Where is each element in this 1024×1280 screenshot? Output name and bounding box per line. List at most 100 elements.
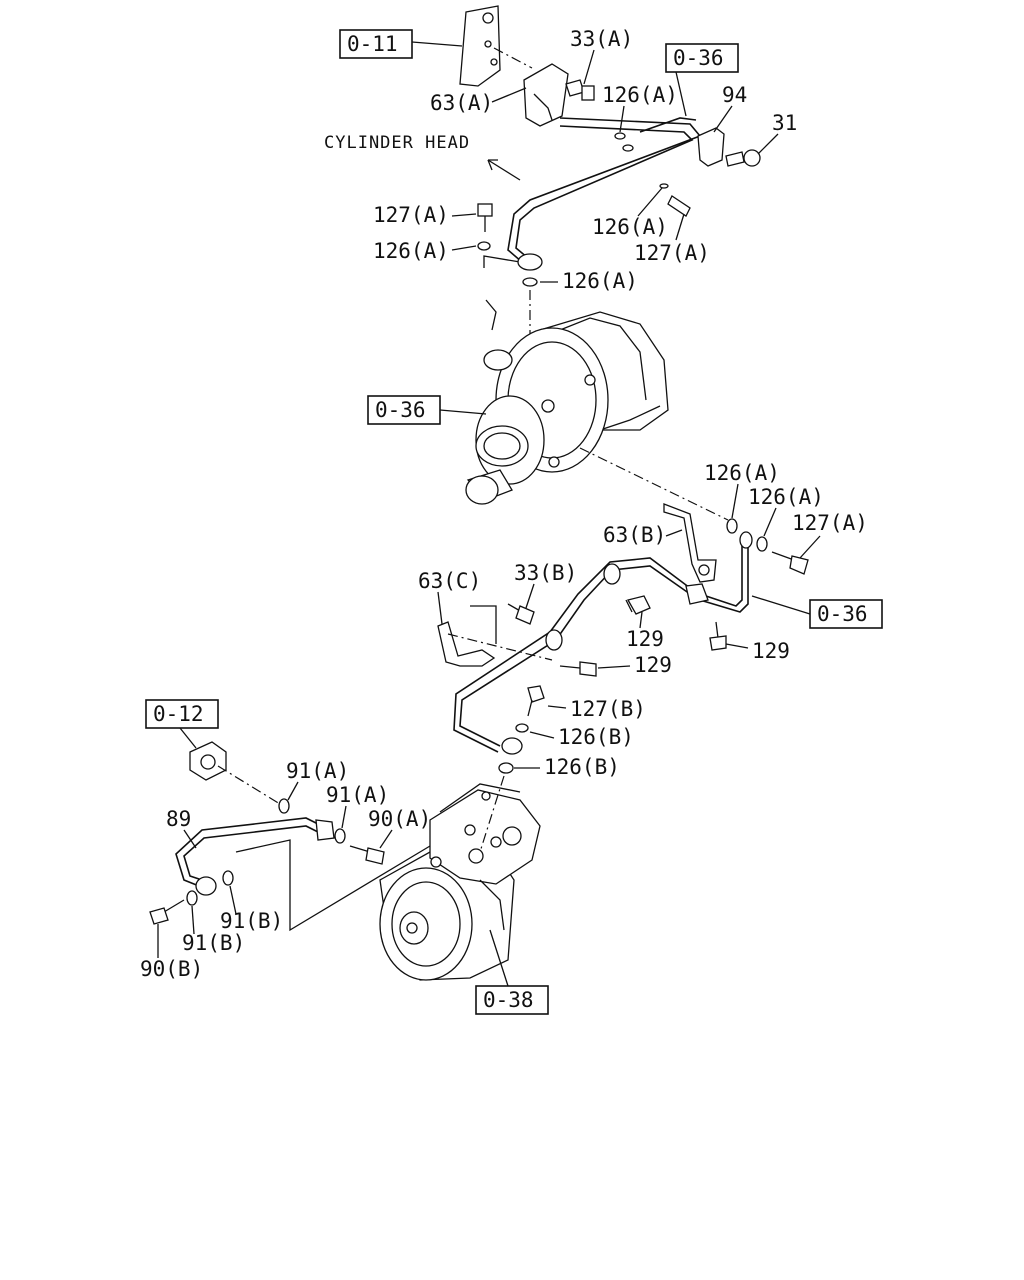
ref-box-0-11[interactable]: 0-11 <box>339 29 413 59</box>
leader-line <box>583 49 595 85</box>
leader-line <box>665 529 683 537</box>
leader-line <box>179 727 197 749</box>
callout-90b: 90(B) <box>140 957 203 981</box>
bolt-33a <box>565 79 595 101</box>
washer-126a <box>622 144 634 152</box>
washer-126b <box>515 723 529 733</box>
leader-line <box>379 829 393 849</box>
callout-63b: 63(B) <box>603 523 666 547</box>
washer-126a <box>659 183 669 189</box>
cylinder-head-label: CYLINDER HEAD <box>324 133 470 153</box>
callout-127a-3: 127(A) <box>792 511 868 535</box>
svg-text:0-12: 0-12 <box>153 702 204 726</box>
leader-line <box>439 409 487 415</box>
washer-126a <box>614 132 626 140</box>
leader-line <box>341 805 347 829</box>
bolt-33b <box>507 603 535 625</box>
dashed-guide-line <box>493 47 533 69</box>
ref-box-0-38[interactable]: 0-38 <box>475 985 549 1015</box>
svg-text:0-36: 0-36 <box>673 46 724 70</box>
callout-94: 94 <box>722 83 747 107</box>
bolt-127a <box>667 195 691 217</box>
leader-line <box>799 535 821 559</box>
callout-91a-1: 91(A) <box>286 759 349 783</box>
leader-line <box>675 213 685 241</box>
callout-126a-5: 126(A) <box>704 461 780 485</box>
leader-line <box>451 245 477 251</box>
washer-126b <box>498 762 514 774</box>
svg-text:0-36: 0-36 <box>375 398 426 422</box>
leader-line <box>191 905 195 935</box>
callout-126a-3: 126(A) <box>592 215 668 239</box>
leader-line <box>639 611 643 629</box>
callout-126a-1: 126(A) <box>602 83 678 107</box>
leader-line <box>619 105 625 133</box>
callout-91b-2: 91(B) <box>182 931 245 955</box>
bolt-127a <box>477 203 493 232</box>
ref-box-0-36-right[interactable]: 0-36 <box>809 599 883 629</box>
guide-line <box>235 839 431 932</box>
callout-126a-2: 126(A) <box>373 239 449 263</box>
washer-126a <box>522 277 538 287</box>
callout-127a-2: 127(A) <box>634 241 710 265</box>
washer-91b <box>222 870 234 886</box>
leader-line <box>763 507 777 537</box>
callout-33a: 33(A) <box>570 27 633 51</box>
callout-63a: 63(A) <box>430 91 493 115</box>
bolt-31 <box>725 149 761 167</box>
callout-126a-6: 126(A) <box>748 485 824 509</box>
bolt-127b <box>527 685 545 717</box>
dashed-guide-line <box>217 765 281 805</box>
bolt-90a <box>349 845 385 865</box>
callout-63c: 63(C) <box>418 569 481 593</box>
leader-line <box>529 731 555 739</box>
bolt-129 <box>709 621 727 651</box>
oil-pipe-upper <box>507 117 702 263</box>
callout-129-1: 129 <box>626 627 664 651</box>
svg-text:0-36: 0-36 <box>817 602 868 626</box>
washer-91b <box>186 890 198 906</box>
svg-text:0-38: 0-38 <box>483 988 534 1012</box>
ref-box-0-12[interactable]: 0-12 <box>145 699 219 729</box>
leader-line <box>287 781 299 801</box>
washer-126a <box>726 518 738 534</box>
washer-91a <box>278 798 290 814</box>
leader-line <box>489 929 509 987</box>
ref-box-0-36-top[interactable]: 0-36 <box>665 43 739 73</box>
oil-pipe-lower <box>453 542 743 753</box>
oil-pipe-upper <box>639 117 697 133</box>
washer-126a <box>756 536 768 552</box>
eye-fitting <box>195 876 217 896</box>
washer-126a <box>477 241 491 251</box>
callout-31: 31 <box>772 111 797 135</box>
dashed-guide-line <box>479 775 505 853</box>
pipe-89 <box>183 825 323 883</box>
bracket-63a <box>523 63 569 127</box>
direction-arrow <box>487 159 521 181</box>
oil-pipe-upper <box>515 125 694 259</box>
pipe-fitting <box>315 819 335 841</box>
leader-line <box>229 885 237 915</box>
leader-line <box>451 213 477 217</box>
dashed-guide-line <box>579 447 729 521</box>
callout-127a-1: 127(A) <box>373 203 449 227</box>
leader-line <box>525 583 535 609</box>
leader-line <box>597 665 631 669</box>
clamp-94 <box>697 127 725 167</box>
callout-89: 89 <box>166 807 191 831</box>
callout-91b-1: 91(B) <box>220 909 283 933</box>
mounting-bracket-upper <box>459 5 501 87</box>
leader-line <box>725 643 749 649</box>
ref-box-0-36-mid[interactable]: 0-36 <box>367 395 441 425</box>
washer-91a <box>334 828 346 844</box>
bolt-129 <box>625 595 651 615</box>
leader-line <box>713 105 733 133</box>
eye-fitting <box>739 531 753 549</box>
leader-line <box>183 829 197 849</box>
turbocharger <box>465 299 669 505</box>
callout-33b: 33(B) <box>514 561 577 585</box>
leader-line <box>675 71 687 117</box>
bolt-90b <box>149 899 185 925</box>
leader-line <box>637 187 663 217</box>
